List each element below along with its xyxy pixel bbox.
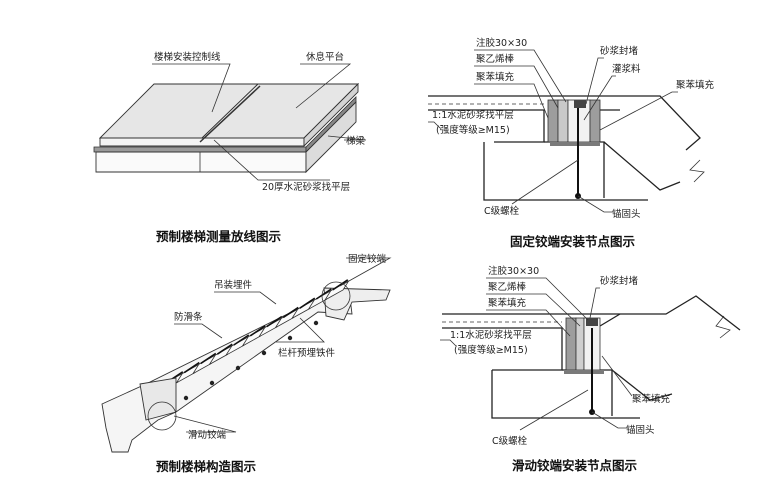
label-fixed-hinge: 固定铰端 <box>348 253 387 265</box>
sliding-hinge-node: 注胶30×30 聚乙烯棒 聚苯填充 砂浆封堵 1:1水泥砂浆找平层 (强度等级≥… <box>440 265 741 473</box>
label-mortar-seal-slide: 砂浆封堵 <box>600 275 639 287</box>
caption-fixed: 固定铰端安装节点图示 <box>510 234 636 249</box>
antislip-strip <box>332 279 349 291</box>
antislip-strip <box>266 315 283 328</box>
fixed-hinge-node: 注胶30×30 聚乙烯棒 聚苯填充 砂浆封堵 灌浆料 聚苯填充 1:1水泥砂浆找… <box>428 37 715 249</box>
label-railing: 栏杆预埋铁件 <box>278 347 336 359</box>
antislip-strip <box>299 297 316 309</box>
label-bolt-slide: C级螺栓 <box>492 435 528 447</box>
label-grout: 灌浆料 <box>612 63 641 75</box>
label-ps-fill-slide: 聚苯填充 <box>488 297 527 309</box>
bottom-block <box>139 377 177 421</box>
label-lifting: 吊装埋件 <box>214 279 253 291</box>
ps-fill-left <box>547 99 559 143</box>
control-line <box>199 85 261 143</box>
caption-survey: 预制楼梯测量放线图示 <box>156 229 282 244</box>
antislip-strip <box>183 361 200 374</box>
railing-embed <box>261 350 267 356</box>
leveling-layer-fixed <box>550 142 600 146</box>
label-sealant: 注胶30×30 <box>476 37 527 49</box>
label-sliding-hinge: 滑动铰端 <box>188 429 227 441</box>
label-ps-fill: 聚苯填充 <box>476 71 515 83</box>
railing-embed <box>235 365 241 371</box>
caption-sliding: 滑动铰端安装节点图示 <box>512 458 638 473</box>
sealant-slide <box>586 318 598 326</box>
stair-steps <box>159 279 350 393</box>
leveling-layer-slide <box>564 370 604 374</box>
label-ps-fill-bottom: 聚苯填充 <box>632 393 671 405</box>
railing-embed <box>183 395 189 401</box>
label-ps-fill-right: 聚苯填充 <box>676 79 715 91</box>
label-landing: 休息平台 <box>306 51 344 63</box>
stair-stringer <box>101 291 353 453</box>
antislip-strip <box>233 334 250 346</box>
antislip-strip <box>282 306 299 319</box>
caption-construction: 预制楼梯构造图示 <box>156 459 257 474</box>
label-anchor: 锚固头 <box>612 208 641 220</box>
leveling-layer <box>93 146 307 153</box>
railing-embed <box>287 335 293 341</box>
antislip-strip <box>249 325 266 337</box>
label-control-line: 楼梯安装控制线 <box>154 51 221 63</box>
antislip-strip <box>200 352 217 365</box>
label-pe-rod: 聚乙烯棒 <box>476 53 515 65</box>
label-leveling: 20厚水泥砂浆找平层 <box>262 181 350 193</box>
label-leveling-2-slide: (强度等级≥M15) <box>454 344 528 356</box>
label-leveling-1: 1:1水泥砂浆找平层 <box>432 109 514 121</box>
antislip-strip <box>315 288 332 300</box>
ps-fill-slide <box>565 317 577 371</box>
label-beam: 梯梁 <box>346 135 366 147</box>
fixed-hinge-circle <box>321 281 351 311</box>
label-bolt: C级螺栓 <box>484 205 520 217</box>
sliding-hinge-circle <box>147 401 177 431</box>
stair-construction-diagram: 固定铰端 吊装埋件 防滑条 栏杆预埋铁件 滑动铰端 预制楼梯构造图示 <box>101 253 392 474</box>
label-mortar-seal: 砂浆封堵 <box>600 45 639 57</box>
label-leveling-1-slide: 1:1水泥砂浆找平层 <box>450 329 532 341</box>
stair-beam <box>95 151 307 173</box>
label-sealant-slide: 注胶30×30 <box>488 265 539 277</box>
railing-embeds <box>183 320 319 401</box>
top-landing <box>323 287 391 321</box>
ps-fill-right <box>589 99 601 143</box>
survey-diagram: 楼梯安装控制线 休息平台 梯梁 20厚水泥砂浆找平层 预制楼梯测量放线图示 <box>93 51 367 244</box>
railing-embed <box>209 380 215 386</box>
antislip-strip <box>216 343 233 355</box>
sealant <box>574 100 586 108</box>
label-leveling-2: (强度等级≥M15) <box>436 124 510 136</box>
label-pe-rod-slide: 聚乙烯棒 <box>488 281 527 293</box>
label-antislip: 防滑条 <box>174 311 203 323</box>
pe-rod <box>557 99 569 143</box>
railing-embed <box>313 320 319 326</box>
label-anchor-slide: 锚固头 <box>626 424 655 436</box>
